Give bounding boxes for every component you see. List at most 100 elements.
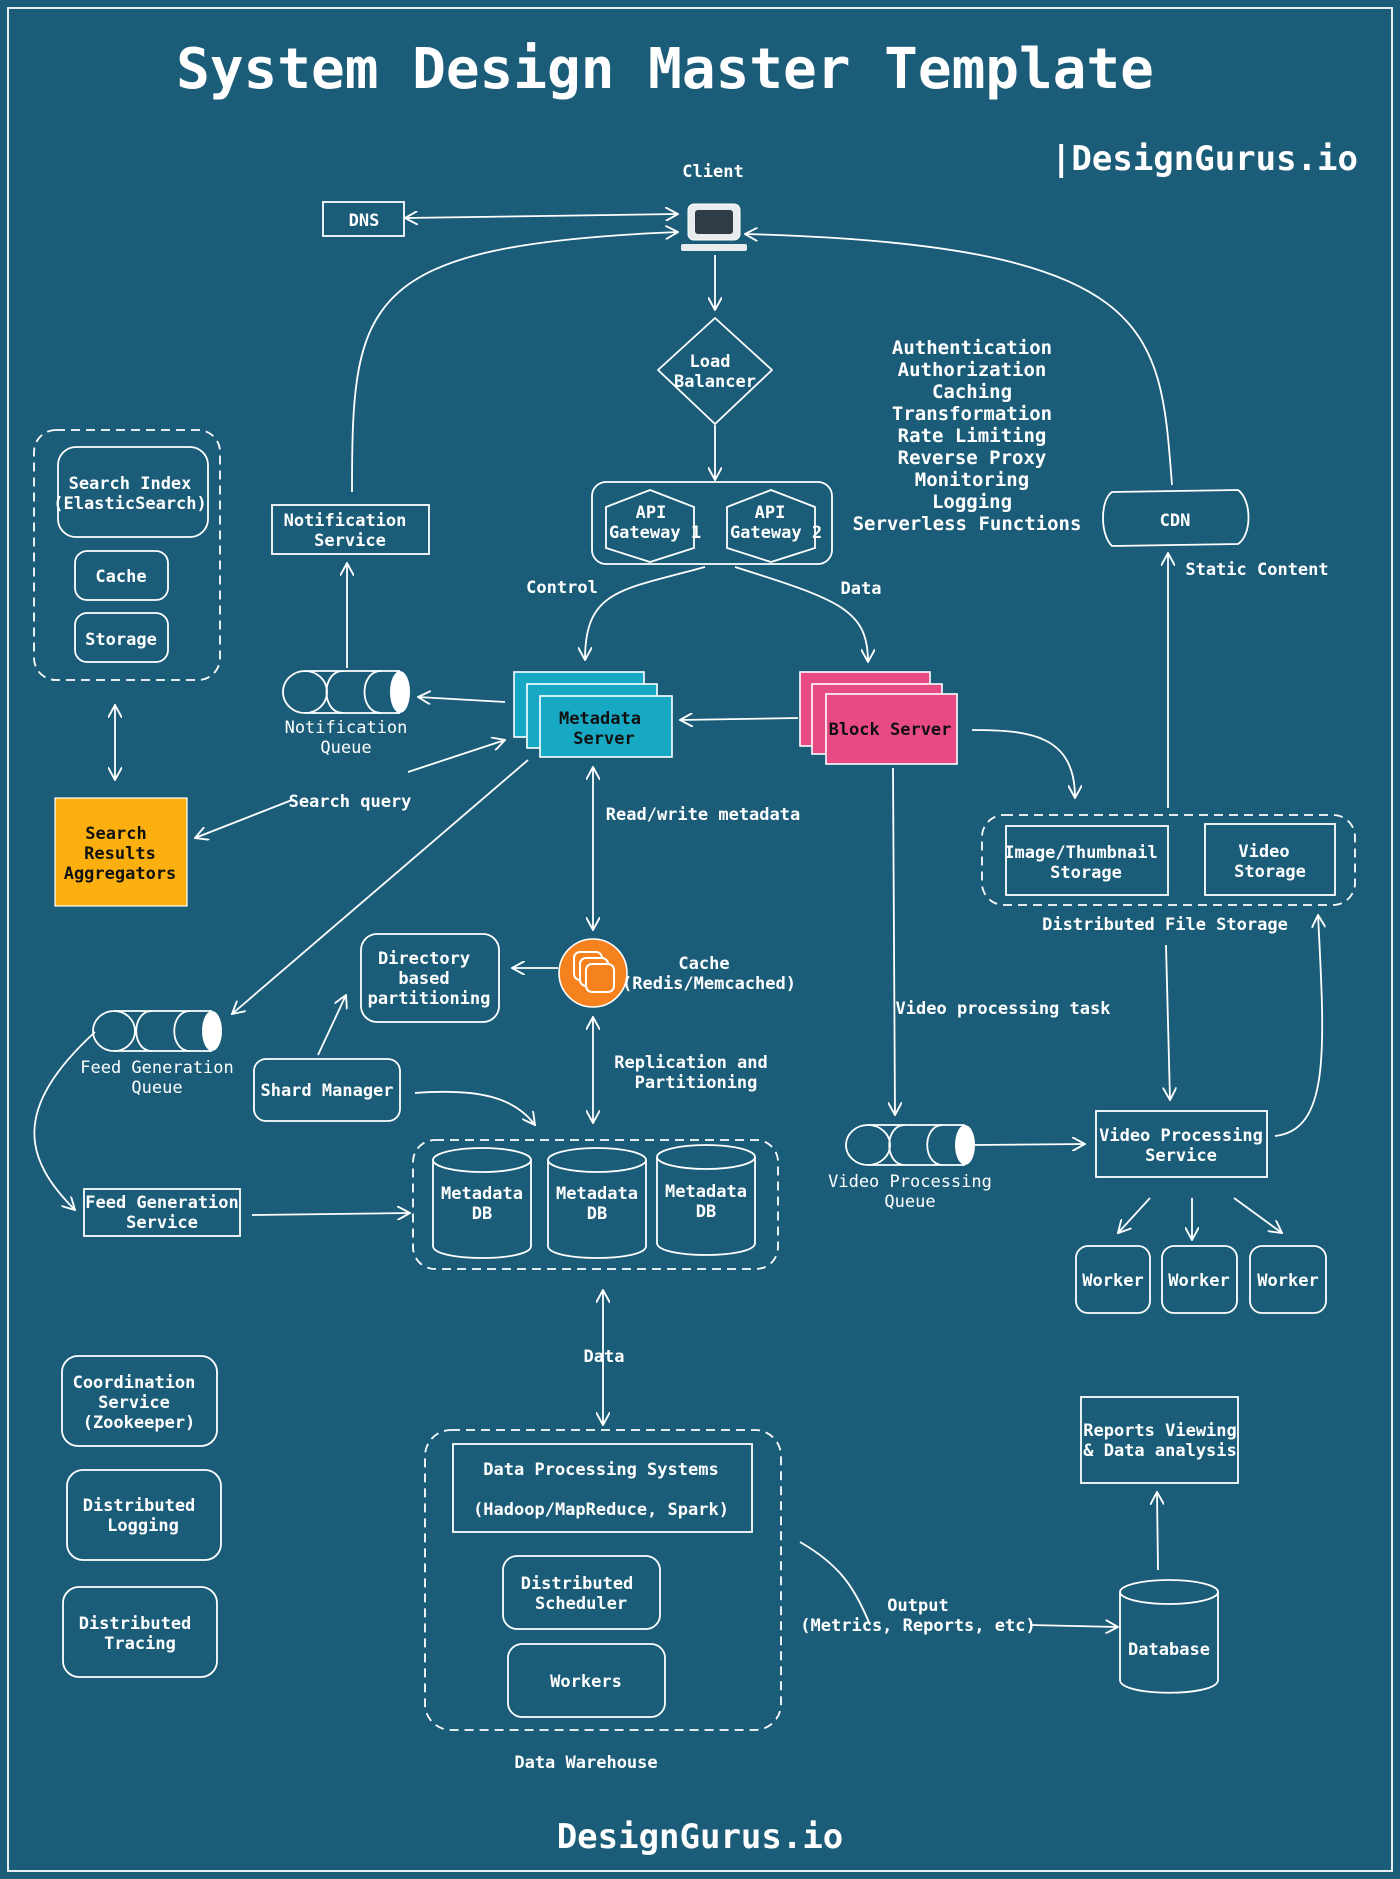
search-results-line-3: Aggregators (64, 864, 177, 884)
search-results-line-1: Search (85, 824, 146, 844)
block-server-node: Block Server (799, 671, 958, 765)
replication-line-2: Partitioning (635, 1073, 758, 1093)
cache-line-1: Cache (678, 954, 729, 974)
distributed-tracing-node: Distributed Tracing (62, 1586, 218, 1678)
client-node: Client (681, 162, 747, 251)
cache-node: Cache (Redis/Memcached) (558, 938, 796, 1008)
video-service-line-2: Service (1145, 1146, 1217, 1166)
edges (33, 214, 1322, 1627)
svg-text:Metadata: Metadata (441, 1184, 523, 1204)
edge-search-query-out (195, 799, 293, 838)
load-balancer-line-2: Balancer (674, 372, 756, 392)
feature-item: Authentication (892, 337, 1052, 359)
api-gateway-2-line-2: Gateway 2 (730, 523, 822, 543)
shard-manager-label: Shard Manager (260, 1081, 393, 1101)
feed-queue-node: Feed Generation Queue (80, 1010, 234, 1098)
coordination-service-node: Coordination Service (Zookeeper) (61, 1355, 218, 1447)
cdn-label: CDN (1160, 511, 1191, 531)
feature-item: Caching (932, 381, 1012, 403)
image-storage-line-2: Storage (1050, 863, 1122, 883)
control-label: Control (526, 578, 598, 598)
edge-worker-3 (1233, 1197, 1282, 1233)
metadata-db-cluster: Metadata DB Metadata DB Metadata DB (412, 1139, 779, 1270)
image-storage-line-1: Image/Thumbnail (1004, 843, 1158, 863)
search-index-line-2: (ElasticSearch) (53, 494, 207, 514)
feature-item: Transformation (892, 403, 1052, 425)
notification-service-line-2: Service (314, 531, 386, 551)
video-service-line-1: Video Processing (1099, 1126, 1263, 1146)
replication-line-1: Replication and (614, 1053, 768, 1073)
cache-line-2: (Redis/Memcached) (622, 974, 796, 994)
search-index-line-1: Search Index (69, 474, 192, 494)
dns-label: DNS (349, 211, 380, 231)
svg-text:Metadata: Metadata (665, 1182, 747, 1202)
svg-text:Service: Service (98, 1393, 170, 1413)
edge-metadata-notifqueue (418, 697, 506, 702)
worker-box (1075, 1245, 1151, 1314)
search-storage-label: Storage (85, 630, 157, 650)
feature-item: Serverless Functions (853, 513, 1082, 535)
feature-item: Authorization (898, 359, 1047, 381)
video-queue-line-2: Queue (884, 1192, 935, 1212)
edge-shard-directory (317, 995, 346, 1056)
distributed-file-storage: Image/Thumbnail Storage Video Storage Di… (981, 814, 1356, 935)
notification-queue-node: Notification Queue (282, 670, 410, 758)
data-warehouse-label: Data Warehouse (514, 1753, 657, 1773)
edge-worker-1 (1118, 1197, 1151, 1233)
svg-text:DB: DB (587, 1204, 607, 1224)
metadata-db-3: Metadata DB (656, 1144, 756, 1256)
load-balancer-line-1: Load (690, 352, 731, 372)
video-queue-line-1: Video Processing (828, 1172, 992, 1192)
feed-service-line-1: Feed Generation (85, 1193, 239, 1213)
feed-queue-line-2: Queue (131, 1078, 182, 1098)
notification-service-line-1: Notification (284, 511, 407, 531)
svg-text:Distributed: Distributed (83, 1496, 196, 1516)
search-results-line-2: Results (84, 844, 156, 864)
cdn-node: CDN Static Content (1102, 489, 1329, 580)
edge-dns-client (405, 214, 678, 218)
reports-node: Reports Viewing & Data analysis (1080, 1396, 1239, 1484)
edge-videoservice-filestorage (1274, 915, 1322, 1137)
video-workers: Worker Worker Worker (1075, 1245, 1327, 1314)
outer-frame (7, 7, 1393, 1872)
output-line-2: (Metrics, Reports, etc) (800, 1616, 1035, 1636)
brand-bottom: DesignGurus.io (557, 1817, 844, 1857)
video-storage-line-1: Video (1238, 842, 1289, 862)
edge-metadata-feedqueue (232, 759, 529, 1014)
feature-item: Reverse Proxy (898, 447, 1047, 469)
feature-item: Rate Limiting (898, 425, 1047, 447)
scheduler-line-2: Scheduler (535, 1594, 627, 1614)
metadata-db-1: Metadata DB (432, 1147, 532, 1259)
svg-text:Logging: Logging (107, 1516, 179, 1536)
api-gateway-2-line-1: API (755, 503, 786, 523)
warehouse-data-label: Data (584, 1347, 625, 1367)
load-balancer-node: Load Balancer (657, 317, 773, 425)
feature-item: Monitoring (915, 469, 1029, 491)
output-line-1: Output (887, 1596, 948, 1616)
metadata-server-line-1: Metadata (559, 709, 641, 729)
search-cluster: Search Index (ElasticSearch) Cache Stora… (33, 429, 221, 681)
svg-text:DB: DB (696, 1202, 716, 1222)
distributed-file-storage-label: Distributed File Storage (1042, 915, 1288, 935)
read-write-label: Read/write metadata (606, 805, 800, 825)
edge-control (585, 566, 706, 660)
client-computer-icon (681, 203, 747, 251)
svg-text:Metadata: Metadata (556, 1184, 638, 1204)
feed-queue-line-1: Feed Generation (80, 1058, 234, 1078)
cache-icon (573, 951, 615, 993)
data-label: Data (841, 579, 882, 599)
database-node: Database (1119, 1579, 1219, 1694)
worker-label: Worker (1082, 1271, 1143, 1291)
dns-node: DNS (322, 201, 405, 237)
client-label: Client (682, 162, 743, 182)
svg-text:Tracing: Tracing (104, 1634, 176, 1654)
worker-box (1161, 1245, 1238, 1314)
directory-line-3: partitioning (368, 989, 491, 1009)
edge-output-database (1029, 1625, 1118, 1627)
notification-service-node: Notification Service (271, 504, 430, 555)
edge-feedqueue-service (33, 1031, 96, 1210)
feature-item: Logging (932, 491, 1012, 513)
brand-top: |DesignGurus.io (1051, 139, 1358, 179)
metadata-db-2: Metadata DB (547, 1147, 647, 1259)
worker-box (1249, 1245, 1327, 1314)
